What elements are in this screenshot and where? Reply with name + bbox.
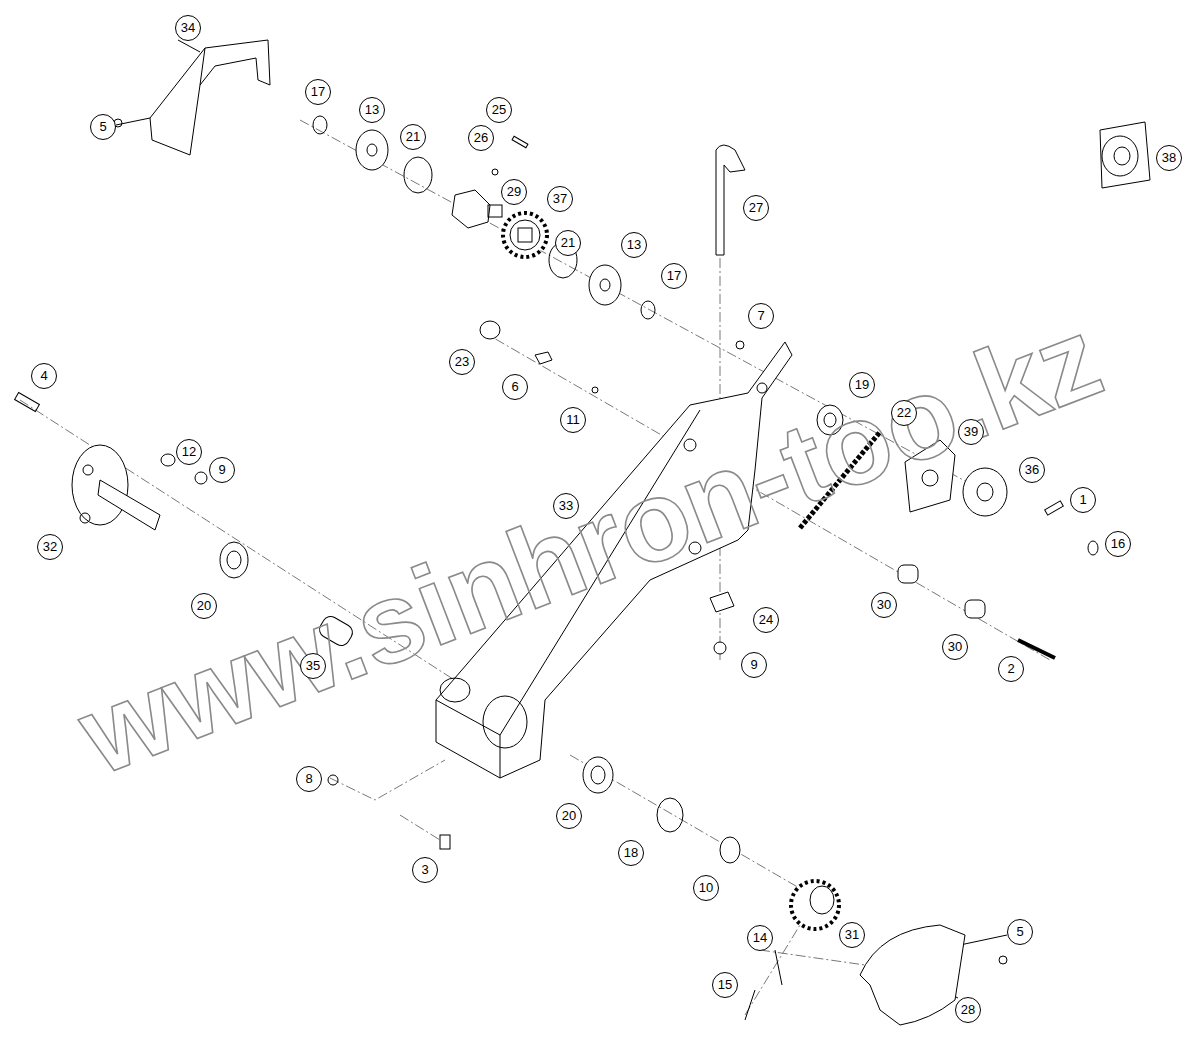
callout-number: 1 (1070, 487, 1096, 513)
callout-number: 29 (501, 179, 527, 205)
callout-number: 35 (300, 653, 326, 679)
callout-number: 17 (305, 79, 331, 105)
callout-number: 14 (747, 925, 773, 951)
callout-number: 13 (621, 232, 647, 258)
lever-rod (716, 145, 745, 255)
callout-number: 9 (209, 457, 235, 483)
watermark: www.sinhron-too.kz (62, 290, 1117, 799)
callout-number: 38 (1156, 145, 1182, 171)
callout-number: 27 (743, 195, 769, 221)
callout-number: 23 (449, 349, 475, 375)
callout-number: 18 (618, 840, 644, 866)
callout-number: 19 (849, 372, 875, 398)
callout-number: 21 (400, 124, 426, 150)
callout-number: 13 (359, 97, 385, 123)
callout-number: 26 (468, 125, 494, 151)
callout-number: 20 (556, 803, 582, 829)
callout-number: 10 (693, 875, 719, 901)
chain-guard (150, 40, 270, 155)
callout-number: 39 (958, 419, 984, 445)
callout-number: 16 (1105, 531, 1131, 557)
callout-number: 28 (955, 997, 981, 1023)
callout-number: 3 (412, 857, 438, 883)
callout-number: 12 (176, 439, 202, 465)
callout-number: 20 (191, 593, 217, 619)
callout-number: 17 (661, 263, 687, 289)
callout-number: 7 (748, 303, 774, 329)
callout-number: 9 (741, 652, 767, 678)
callout-number: 30 (942, 634, 968, 660)
callout-number: 31 (839, 922, 865, 948)
callout-number: 30 (871, 592, 897, 618)
callout-number: 37 (547, 186, 573, 212)
sprocket-guard (860, 925, 965, 1025)
callout-number: 24 (753, 607, 779, 633)
callout-number: 5 (1007, 919, 1033, 945)
callout-number: 2 (998, 656, 1024, 682)
callout-number: 11 (560, 407, 586, 433)
callout-number: 15 (712, 972, 738, 998)
callout-number: 4 (31, 363, 57, 389)
callout-number: 5 (90, 114, 116, 140)
callout-number: 33 (553, 493, 579, 519)
callout-number: 8 (296, 766, 322, 792)
callout-number: 34 (175, 15, 201, 41)
callout-number: 36 (1019, 457, 1045, 483)
callout-number: 6 (502, 374, 528, 400)
callout-number: 25 (486, 97, 512, 123)
callout-number: 32 (37, 534, 63, 560)
callout-number: 22 (891, 400, 917, 426)
callout-number: 21 (555, 230, 581, 256)
